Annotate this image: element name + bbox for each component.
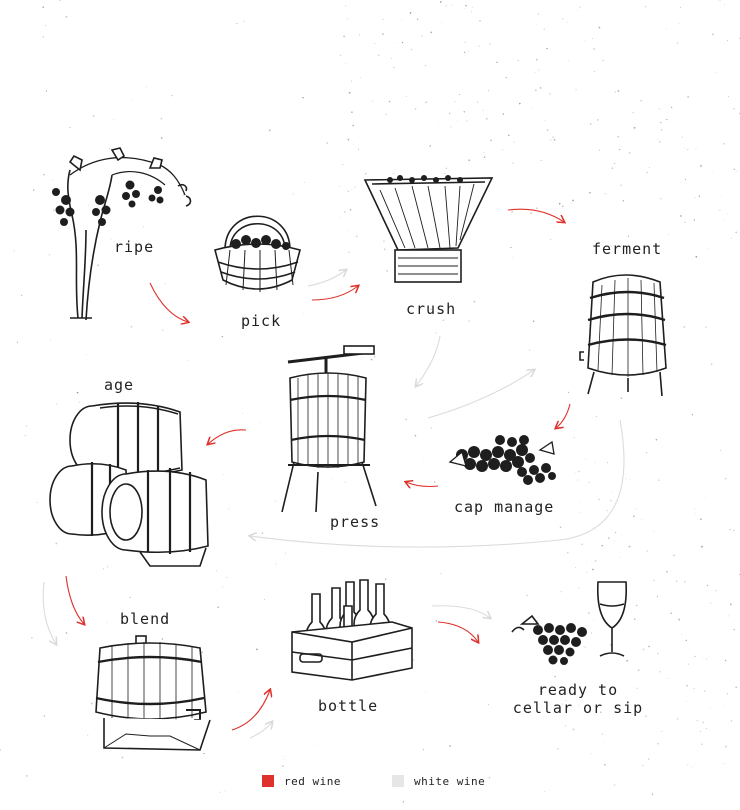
legend-red-wine: red wine xyxy=(262,775,341,788)
step-press-label: press xyxy=(330,513,381,531)
step-pick-label: pick xyxy=(241,312,282,330)
step-bottle-label: bottle xyxy=(318,697,379,715)
fermenting-vat-icon xyxy=(579,274,667,397)
legend-white-swatch xyxy=(392,775,404,787)
wine-glass-icon xyxy=(511,581,628,665)
grape-cluster-icon xyxy=(448,435,556,485)
step-blend-label: blend xyxy=(120,610,171,628)
barrel-icon xyxy=(95,635,211,751)
step-ripe-label: ripe xyxy=(114,238,155,256)
wine-press-icon xyxy=(281,345,377,513)
stacked-barrels-icon xyxy=(49,402,209,567)
legend-white-wine: white wine xyxy=(392,775,485,788)
legend-white-text: white wine xyxy=(414,775,486,788)
basket-icon xyxy=(214,215,301,292)
step-ready-label-line2: cellar or sip xyxy=(512,699,644,717)
step-age-label: age xyxy=(104,376,135,394)
crusher-icon xyxy=(363,175,494,283)
step-ready-label-line1: ready to xyxy=(537,681,619,699)
step-cap-manage-label: cap manage xyxy=(454,498,555,516)
step-ferment-label: ferment xyxy=(592,240,663,258)
white-wine-arrows xyxy=(42,270,625,739)
bottle-crate-icon xyxy=(291,579,413,681)
grapevine-icon xyxy=(52,147,192,321)
step-crush-label: crush xyxy=(406,300,457,318)
legend-red-text: red wine xyxy=(284,775,341,788)
red-wine-arrows xyxy=(65,208,571,731)
legend-red-swatch xyxy=(262,775,274,787)
